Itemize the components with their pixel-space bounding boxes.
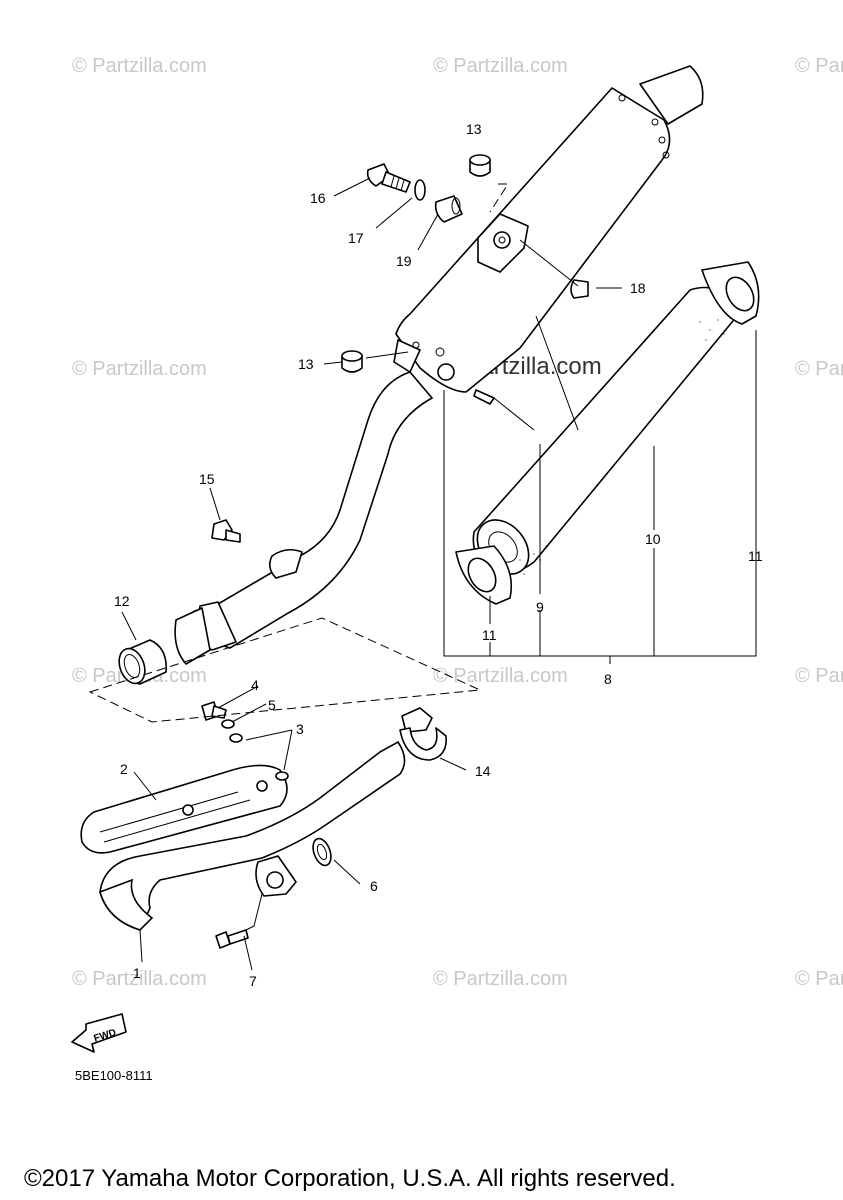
- bolt-16: [366, 163, 411, 193]
- callout-17: 17: [348, 230, 364, 246]
- collar-19: [434, 195, 463, 223]
- callout-2: 2: [120, 761, 128, 777]
- watermark-text: © Partzilla.com: [433, 968, 568, 990]
- watermark-text: © Partzilla.com: [72, 358, 207, 380]
- washer-5: [221, 719, 235, 729]
- callout-6: 6: [370, 878, 378, 894]
- muffler-assembly: [393, 65, 704, 393]
- callout-numbers: 1 2 3 4 5 6 7 8 9 10 11 11 12 13 13 14 1…: [114, 121, 763, 989]
- leader-lines: [88, 177, 757, 971]
- washer-3b: [275, 771, 289, 781]
- gasket-6: [312, 837, 332, 867]
- silencer-exploded: [455, 261, 760, 605]
- watermark-text: © Partzilla.com: [433, 665, 568, 687]
- callout-12: 12: [114, 593, 130, 609]
- gasket-ring-12: [118, 639, 167, 685]
- washer-17: [414, 179, 426, 201]
- callout-1: 1: [133, 965, 141, 981]
- bolt-4: [201, 701, 227, 721]
- callout-11b: 11: [748, 548, 763, 564]
- bolt-7: [215, 929, 249, 949]
- callout-11a: 11: [482, 627, 497, 643]
- watermark-text: © Partzilla.com: [795, 665, 843, 687]
- callout-7: 7: [249, 973, 257, 989]
- grommet-13-lower: [341, 350, 363, 373]
- watermark-text: © Partzilla.com: [72, 968, 207, 990]
- grommet-13-upper: [469, 154, 491, 177]
- washer-3a: [229, 733, 243, 743]
- callout-10: 10: [645, 531, 661, 547]
- watermark-text: © Partzilla.com: [72, 55, 207, 77]
- callout-19: 19: [396, 253, 412, 269]
- clamp-14: [399, 707, 447, 761]
- callout-8: 8: [604, 671, 612, 687]
- stud: [473, 389, 495, 405]
- copyright-notice: ©2017 Yamaha Motor Corporation, U.S.A. A…: [24, 1165, 676, 1192]
- callout-13b: 13: [298, 356, 314, 372]
- watermark-text: © Partzilla.com: [795, 358, 843, 380]
- callout-18: 18: [630, 280, 646, 296]
- diagram-code: 5BE100-8111: [75, 1068, 153, 1083]
- callout-5: 5: [268, 697, 276, 713]
- callout-13a: 13: [466, 121, 482, 137]
- callout-16: 16: [310, 190, 326, 206]
- fwd-arrow-icon: FWD: [71, 1013, 127, 1053]
- callout-9: 9: [536, 599, 544, 615]
- bolt-18: [570, 279, 589, 299]
- bolt-15: [211, 519, 241, 543]
- callout-15: 15: [199, 471, 215, 487]
- callout-4: 4: [251, 677, 259, 693]
- watermark-text: © Partzilla.com: [795, 55, 843, 77]
- mid-pipe: [174, 371, 434, 665]
- heat-protector-2: [80, 764, 288, 854]
- watermark-text: © Partzilla.com: [795, 968, 843, 990]
- watermarks: © Partzilla.com © Partzilla.com © Partzi…: [72, 55, 843, 990]
- watermark-text: © Partzilla.com: [433, 55, 568, 77]
- callout-3: 3: [296, 721, 304, 737]
- callout-14: 14: [475, 763, 491, 779]
- exhaust-pipe-1: [99, 740, 406, 931]
